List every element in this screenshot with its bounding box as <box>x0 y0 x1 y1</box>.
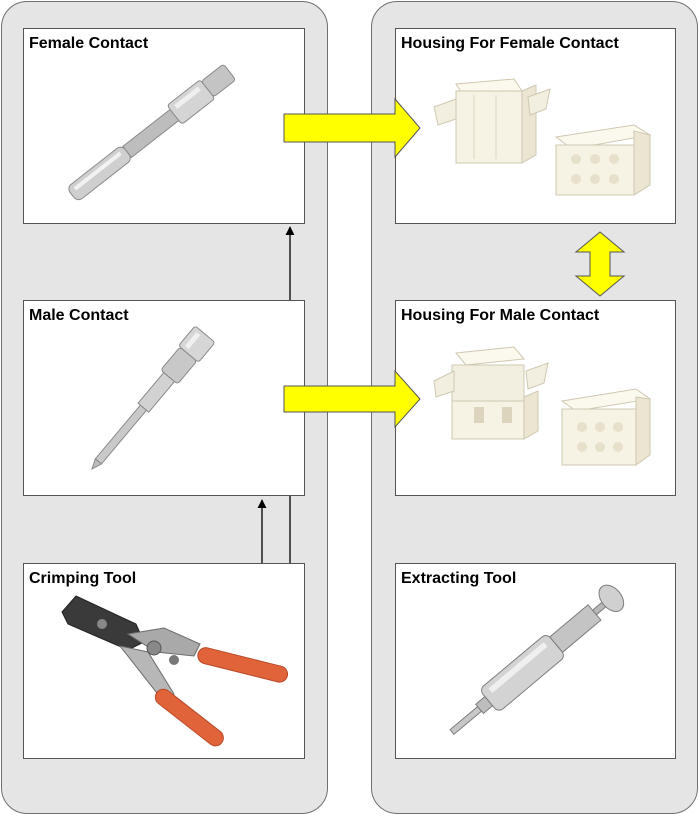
card-title: Extracting Tool <box>401 570 517 587</box>
card-title: Male Contact <box>29 307 129 324</box>
male-contact-card: Male Contact <box>23 300 305 496</box>
housing-mating-double-arrow <box>574 231 626 297</box>
male-contact-to-housing-arrow <box>283 369 421 429</box>
housing-female-card: Housing For Female Contact <box>395 28 676 224</box>
extracting-tool-card: Extracting Tool <box>395 563 676 759</box>
male-contact-image <box>91 326 215 471</box>
card-title: Female Contact <box>29 35 149 52</box>
crimping-tool-image <box>61 595 289 747</box>
card-title: Housing For Male Contact <box>401 307 600 324</box>
housing-male-card: Housing For Male Contact <box>395 300 676 496</box>
crimping-tool-card: Crimping Tool <box>23 563 305 759</box>
female-contact-image <box>68 64 236 201</box>
female-contact-card: Female Contact <box>23 28 305 224</box>
extracting-tool-image <box>449 584 625 736</box>
female-contact-to-housing-arrow <box>283 97 421 159</box>
card-title: Housing For Female Contact <box>401 35 619 52</box>
male-housing-image <box>433 346 652 466</box>
card-title: Crimping Tool <box>29 570 137 587</box>
female-housing-image <box>433 78 652 196</box>
